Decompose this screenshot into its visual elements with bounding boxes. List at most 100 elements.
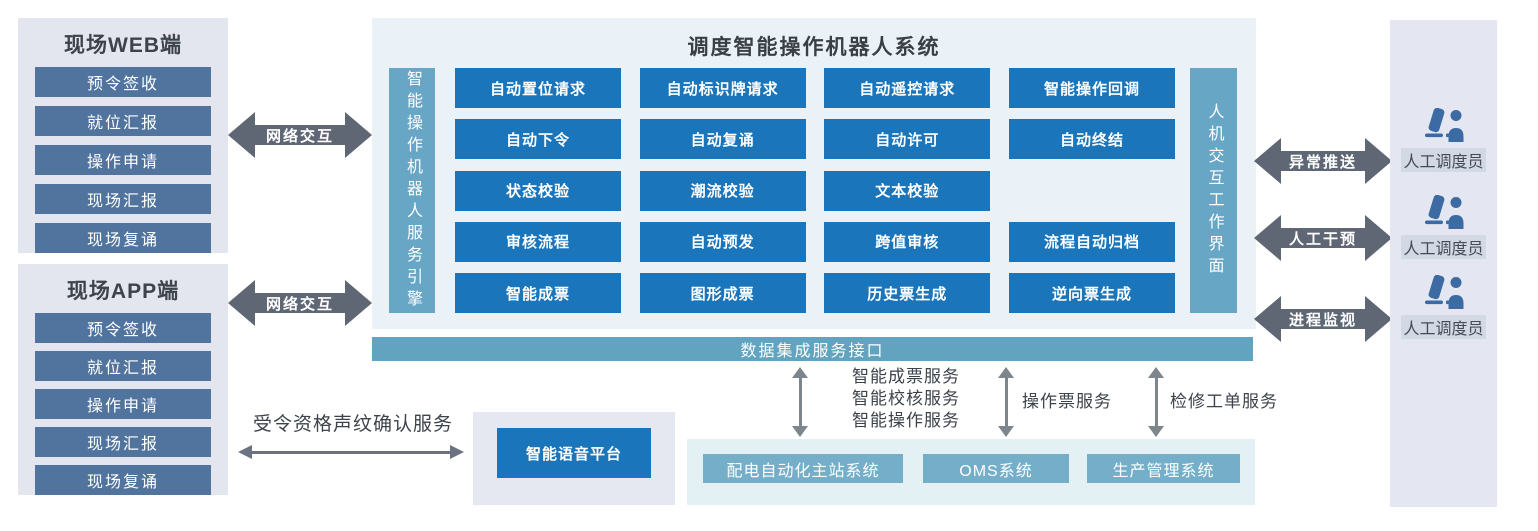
integration-arrow-1 <box>792 367 808 437</box>
dispatcher-panel: 人工调度员 人工调度员 <box>1390 20 1497 507</box>
app-item-site-repeat: 现场复诵 <box>35 465 211 495</box>
field-web-panel: 现场WEB端 预令签收 就位汇报 操作申请 现场汇报 现场复诵 <box>18 18 228 253</box>
web-item-order-sign: 预令签收 <box>35 67 211 97</box>
func-auto-permit: 自动许可 <box>824 119 991 160</box>
robot-system-panel: 调度智能操作机器人系统 智能操作机器人服务引擎 自动置位请求 自动标识牌请求 自… <box>372 18 1256 329</box>
integration-arrow-3 <box>1148 367 1164 437</box>
arrow-right-head <box>1365 138 1392 184</box>
network-arrow-label: 网络交互 <box>265 127 334 145</box>
person-at-computer-icon <box>1424 195 1463 229</box>
service-engine-bar: 智能操作机器人服务引擎 <box>389 68 435 313</box>
arrow-shaft <box>798 375 802 429</box>
arrow-shaft <box>1154 375 1158 429</box>
ticket-service-labels: 智能成票服务 智能校核服务 智能操作服务 <box>852 366 960 432</box>
app-item-site-report: 现场汇报 <box>35 427 211 457</box>
func-review-flow: 审核流程 <box>455 221 621 262</box>
web-item-inplace-report: 就位汇报 <box>35 106 211 136</box>
arrow-right-head <box>345 280 372 326</box>
app-item-order-sign: 预令签收 <box>35 313 211 343</box>
field-app-panel: 现场APP端 预令签收 就位汇报 操作申请 现场汇报 现场复诵 <box>18 264 228 495</box>
arrow-down-head <box>998 426 1014 437</box>
svc-smart-operation: 智能操作服务 <box>852 411 960 430</box>
field-web-panel-title: 现场WEB端 <box>64 34 182 57</box>
arrow-right-head <box>1365 296 1392 342</box>
arrow-up-head <box>792 367 808 378</box>
arrow-left-head <box>1254 215 1281 261</box>
dispatcher-label: 人工调度员 <box>1401 148 1486 172</box>
process-monitor-arrow: 进程监视 <box>1254 296 1392 342</box>
func-status-check: 状态校验 <box>455 170 621 211</box>
func-graphic-ticket: 图形成票 <box>639 273 806 313</box>
func-auto-tag-request: 自动标识牌请求 <box>639 68 806 108</box>
voice-platform-box: 智能语音平台 <box>497 428 651 478</box>
system-oms: OMS系统 <box>923 454 1069 483</box>
web-item-operation-apply: 操作申请 <box>35 145 211 175</box>
svc-smart-check: 智能校核服务 <box>852 389 960 408</box>
arrow-left-head <box>238 445 252 459</box>
person-at-computer-icon <box>1424 108 1463 142</box>
arrow-up-head <box>1148 367 1164 378</box>
external-systems-panel: 配电自动化主站系统 OMS系统 生产管理系统 <box>687 439 1255 505</box>
field-app-panel-title: 现场APP端 <box>66 280 180 303</box>
dispatcher-group: 人工调度员 <box>1390 275 1497 339</box>
arrow-left-head <box>1254 296 1281 342</box>
web-item-site-report: 现场汇报 <box>35 184 211 214</box>
dispatcher-group: 人工调度员 <box>1390 195 1497 259</box>
person-at-computer-icon <box>1424 275 1463 309</box>
dispatcher-label: 人工调度员 <box>1401 235 1486 259</box>
process-monitor-label: 进程监视 <box>1288 311 1357 329</box>
web-item-site-repeat: 现场复诵 <box>35 223 211 253</box>
service-engine-label: 智能操作机器人服务引擎 <box>404 69 421 312</box>
voice-platform-panel: 智能语音平台 <box>473 412 675 505</box>
func-auto-terminate: 自动终结 <box>1008 119 1175 160</box>
func-text-check: 文本校验 <box>824 170 991 211</box>
func-auto-preissue: 自动预发 <box>639 221 806 262</box>
arrow-shaft <box>248 450 454 454</box>
svc-smart-ticket: 智能成票服务 <box>852 367 960 386</box>
data-integration-bar: 数据集成服务接口 <box>372 337 1253 361</box>
robot-system-title: 调度智能操作机器人系统 <box>687 36 941 59</box>
voice-service-label: 受令资格声纹确认服务 <box>252 414 453 435</box>
network-arrow-app: 网络交互 <box>228 280 372 326</box>
system-production-management: 生产管理系统 <box>1087 454 1240 483</box>
func-reverse-ticket: 逆向票生成 <box>1008 273 1175 313</box>
arrow-right-head <box>450 445 464 459</box>
dispatcher-label: 人工调度员 <box>1401 315 1486 339</box>
maintenance-order-service-label: 检修工单服务 <box>1170 392 1278 411</box>
hmi-workbench-label: 人机交互工作界面 <box>1205 102 1223 279</box>
arrow-up-head <box>998 367 1014 378</box>
arrow-down-head <box>1148 426 1164 437</box>
func-auto-repeat: 自动复诵 <box>639 119 806 160</box>
voice-service-arrow <box>238 445 464 459</box>
func-auto-archive: 流程自动归档 <box>1008 221 1175 262</box>
func-cross-shift-review: 跨值审核 <box>824 221 991 262</box>
arrow-right-head <box>345 112 372 158</box>
func-auto-remote-request: 自动遥控请求 <box>824 68 991 108</box>
operation-ticket-service-label: 操作票服务 <box>1022 392 1112 411</box>
func-auto-command: 自动下令 <box>455 119 621 160</box>
manual-intervention-arrow: 人工干预 <box>1254 215 1392 261</box>
network-arrow-label: 网络交互 <box>265 295 334 313</box>
arrow-shaft <box>1004 375 1008 429</box>
manual-intervention-label: 人工干预 <box>1288 230 1357 248</box>
grid-empty-cell <box>1009 171 1175 211</box>
arrow-left-head <box>228 112 255 158</box>
func-history-ticket: 历史票生成 <box>824 273 991 313</box>
arrow-right-head <box>1365 215 1392 261</box>
func-powerflow-check: 潮流校验 <box>639 170 806 211</box>
app-item-inplace-report: 就位汇报 <box>35 351 211 381</box>
integration-arrow-2 <box>998 367 1014 437</box>
exception-push-arrow: 异常推送 <box>1254 138 1392 184</box>
system-distribution-automation: 配电自动化主站系统 <box>703 454 903 483</box>
func-smart-ticket: 智能成票 <box>455 273 621 313</box>
func-auto-setpoint-request: 自动置位请求 <box>455 68 621 108</box>
dispatcher-group: 人工调度员 <box>1390 108 1497 172</box>
hmi-workbench-bar: 人机交互工作界面 <box>1190 68 1237 313</box>
arrow-left-head <box>1254 138 1281 184</box>
exception-push-label: 异常推送 <box>1288 153 1357 171</box>
app-item-operation-apply: 操作申请 <box>35 389 211 419</box>
function-grid: 自动置位请求 自动标识牌请求 自动遥控请求 智能操作回调 自动下令 自动复诵 自… <box>455 68 1175 313</box>
arrow-down-head <box>792 426 808 437</box>
func-smart-operation-callback: 智能操作回调 <box>1008 68 1175 108</box>
